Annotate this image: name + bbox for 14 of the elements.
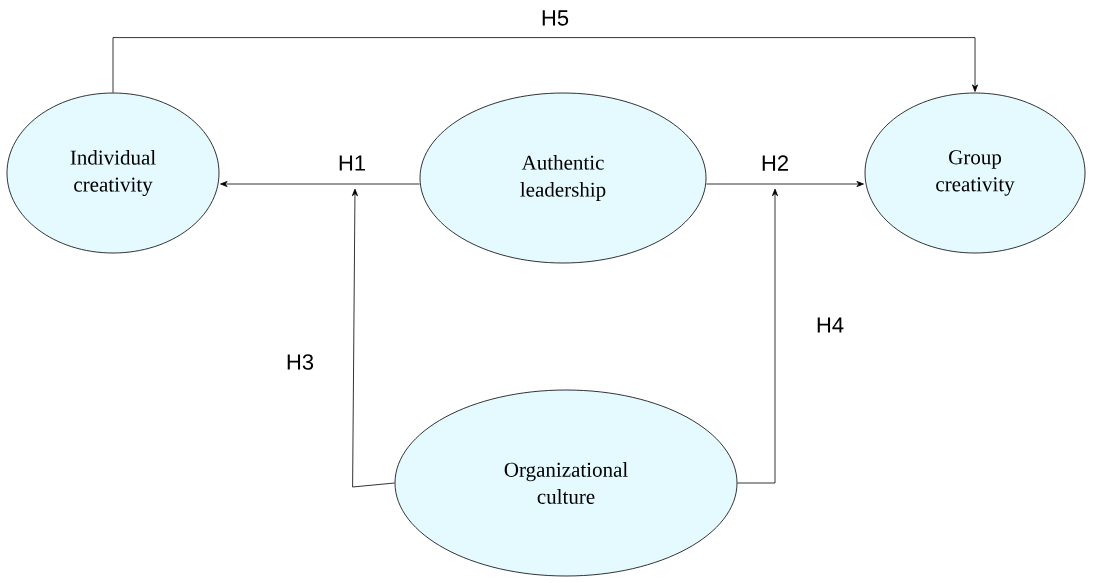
arrow — [706, 181, 864, 187]
arrow — [112, 37, 978, 93]
arrow — [737, 188, 778, 484]
arrow — [220, 181, 420, 187]
edge-label: H5 — [539, 9, 571, 27]
ellipse-node: Authentic leadership — [419, 92, 707, 264]
arrow — [351, 188, 395, 488]
ellipse-node: Individual creativity — [6, 92, 220, 254]
edge-label: H2 — [759, 154, 791, 172]
edge-label: H1 — [336, 154, 368, 172]
ellipse-node: Group creativity — [864, 92, 1086, 254]
edge-label: H4 — [814, 316, 846, 334]
edge-label: H3 — [284, 353, 316, 371]
ellipse-node: Organizational culture — [394, 389, 738, 577]
